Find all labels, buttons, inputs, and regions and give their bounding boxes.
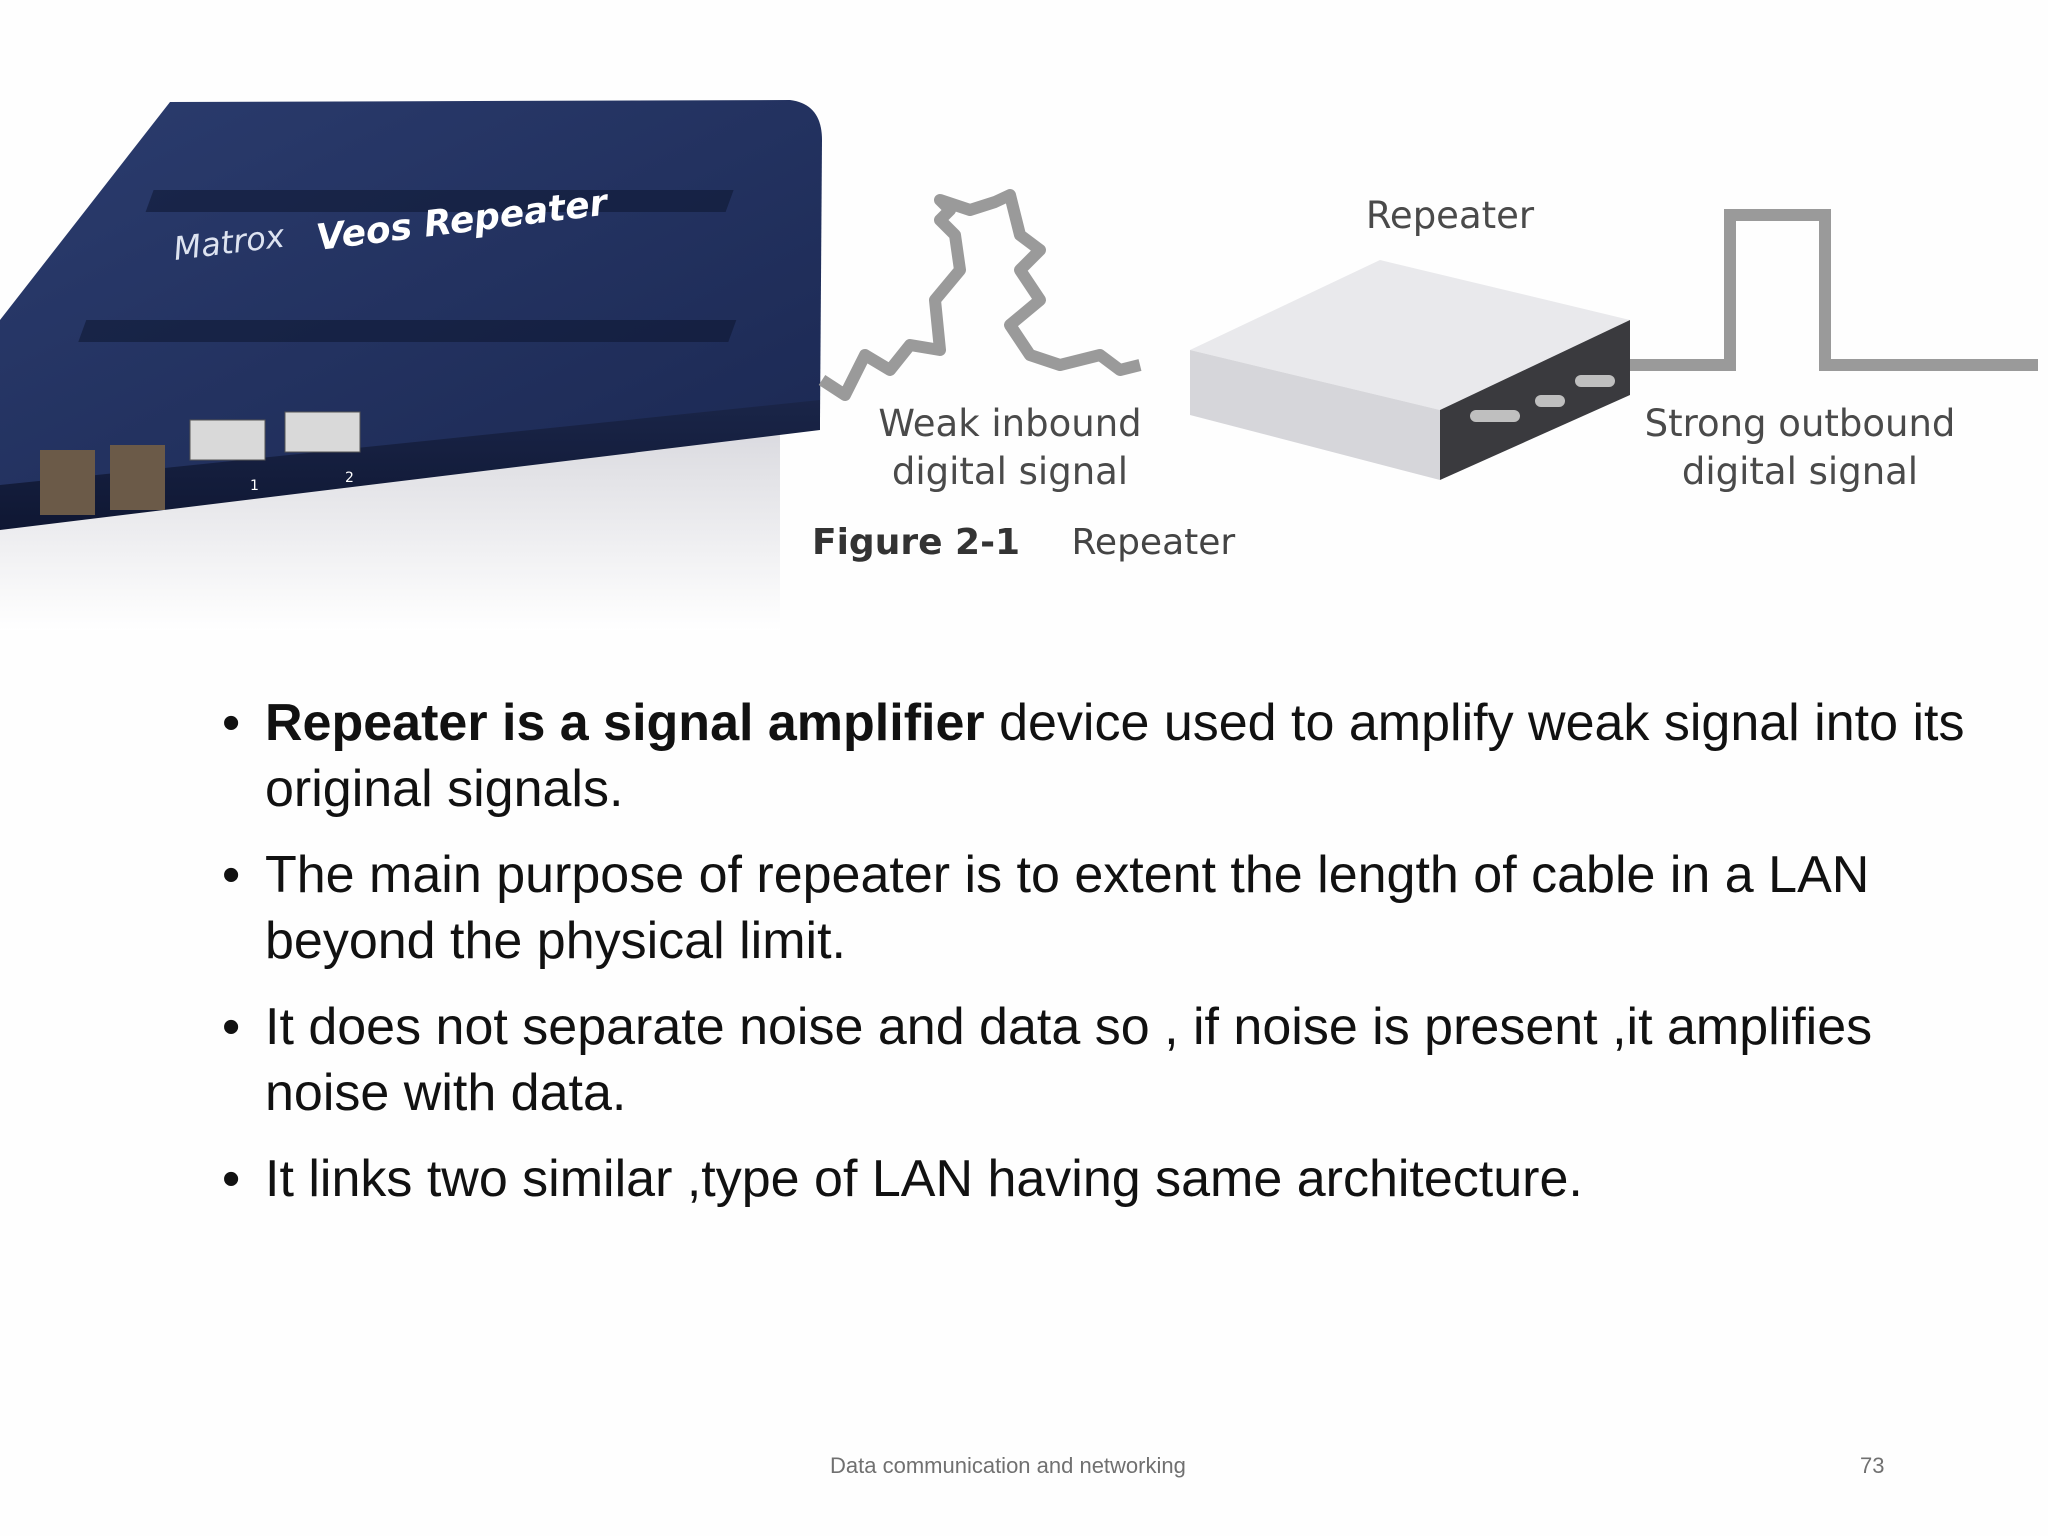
strong-signal-label-line: digital signal — [1681, 450, 1919, 493]
bullet-dot-icon: • — [222, 998, 241, 1056]
bullet-bold-text: Repeater is a signal amplifier — [265, 694, 985, 752]
bullet-item: • Repeater is a signal amplifier device … — [222, 690, 1982, 822]
bullet-dot-icon: • — [222, 1150, 241, 1208]
weak-signal-label-line: digital signal — [891, 450, 1129, 493]
bullet-text: It links two similar ,type of LAN having… — [265, 1150, 1583, 1208]
figure-caption: Figure 2-1 Repeater — [812, 522, 1235, 563]
repeater-box-illustration — [1190, 260, 1630, 480]
figure-number: Figure 2-1 — [812, 522, 1021, 563]
weak-signal-label: Weak inbound digital signal — [860, 400, 1160, 496]
repeater-signal-diagram — [818, 189, 2038, 480]
bullet-text: The main purpose of repeater is to exten… — [265, 846, 1870, 970]
footer-title: Data communication and networking — [830, 1453, 1186, 1478]
bullet-dot-icon: • — [222, 846, 241, 904]
port-label: 2 — [345, 470, 354, 486]
bnc-connector-icon — [40, 445, 165, 515]
strong-signal-label-line: Strong outbound — [1644, 402, 1956, 445]
bullet-list: • Repeater is a signal amplifier device … — [222, 690, 1982, 1232]
port-label: 1 — [250, 478, 259, 494]
weak-signal-waveform — [818, 189, 1142, 401]
page-number: 73 — [1860, 1453, 1885, 1478]
ethernet-port-icon — [189, 411, 361, 461]
bullet-item: • It links two similar ,type of LAN havi… — [222, 1146, 1982, 1212]
figure-title: Repeater — [1071, 522, 1236, 563]
weak-signal-label-line: Weak inbound — [878, 402, 1142, 445]
strong-signal-waveform — [1630, 209, 2038, 371]
bullet-dot-icon: • — [222, 694, 241, 752]
bullet-text: device used to amplify weak signal into … — [265, 694, 1965, 818]
bullet-item: • It does not separate noise and data so… — [222, 994, 1982, 1126]
strong-signal-label: Strong outbound digital signal — [1630, 400, 1970, 496]
repeater-device-photo: Matrox Veos Repeater 1 2 — [0, 100, 822, 630]
bullet-item: • The main purpose of repeater is to ext… — [222, 842, 1982, 974]
bullet-text: It does not separate noise and data so ,… — [265, 998, 1873, 1122]
repeater-label: Repeater — [1365, 194, 1535, 237]
